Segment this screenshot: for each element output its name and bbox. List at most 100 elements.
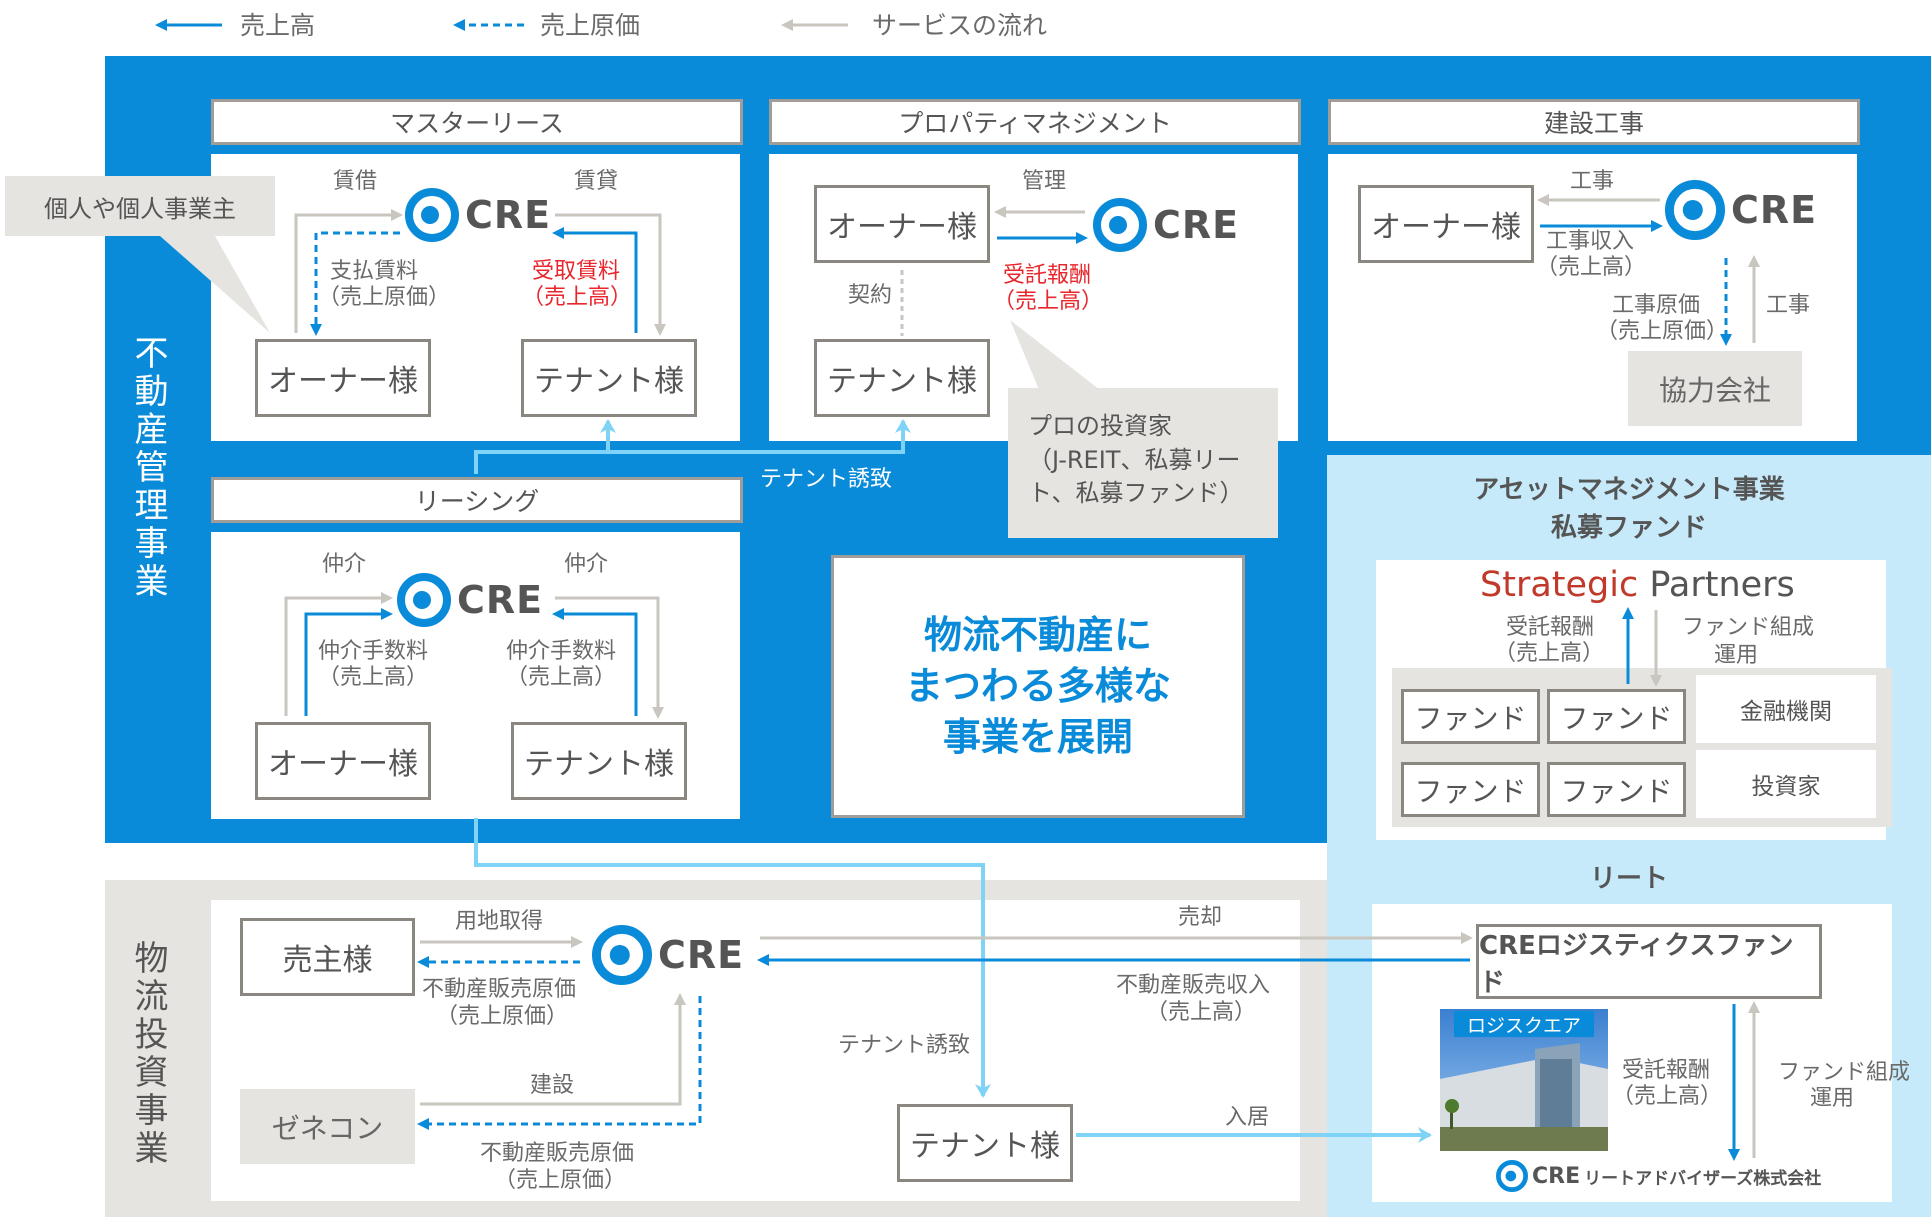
lg-sale-income: 不動産販売収入: [1116, 973, 1271, 998]
ml-cre-logo: CRE: [405, 188, 551, 242]
cre-logo-text: CRE: [1153, 203, 1240, 247]
ml-lease-out: 賃貸: [574, 169, 619, 194]
reit-advisor: CRE リートアドバイザーズ株式会社: [1496, 1160, 1821, 1192]
ml-rent-paid-arrow: [310, 231, 400, 336]
investor-box: 投資家: [1696, 750, 1876, 818]
master-lease-title: マスターリース: [211, 99, 743, 145]
lg-build-arrow: [420, 993, 686, 1106]
cre-logo-icon: [1665, 180, 1725, 240]
reit-fund-box: CREロジスティクスファンド: [1476, 924, 1822, 999]
pm-bubble: プロの投資家 （J-REIT、私募リー ト、私募ファンド）: [1008, 388, 1278, 538]
pm-tenant-box: テナント様: [814, 339, 990, 417]
lg-land: 用地取得: [455, 909, 544, 934]
callout-l1: 物流不動産に: [923, 612, 1152, 657]
bank-box: 金融機関: [1696, 675, 1876, 743]
ls-fee-r: 仲介手数料: [506, 639, 617, 664]
logisquare-label: ロジスクエア: [1454, 1011, 1594, 1037]
tenant-invite-down: [474, 818, 991, 1098]
leasing-title: リーシング: [211, 477, 743, 523]
pm-bubble-l1: プロの投資家: [1028, 412, 1172, 440]
ml-rent-recv-arrow: [552, 227, 638, 333]
reit-fee: 受託報酬: [1622, 1058, 1711, 1083]
construction-title: 建設工事: [1328, 99, 1860, 145]
ls-cre-logo: CRE: [397, 573, 543, 627]
pm-fee-sub: （売上高）: [993, 289, 1104, 314]
fund-box-4: ファンド: [1547, 762, 1686, 817]
ls-fee-l-arrow: [304, 608, 393, 716]
ml-lease-in: 賃借: [333, 169, 378, 194]
ls-fee-l-sub: （売上高）: [318, 665, 429, 690]
ml-rent-paid-sub: （売上原価）: [318, 285, 451, 310]
tenant-invite-pm: [608, 419, 911, 454]
section-real-estate-mgmt: 不動産管理事業: [128, 335, 168, 601]
reit-heading: リート: [1589, 864, 1668, 894]
cre-logo-icon: [592, 925, 652, 985]
fund-box-2: ファンド: [1547, 689, 1686, 744]
callout-l2: まつわる多様な: [904, 663, 1171, 708]
ml-tenant-box: テナント様: [521, 339, 697, 417]
ls-broker-l: 仲介: [322, 552, 367, 577]
lg-cre-logo: CRE: [592, 925, 744, 985]
ml-bubble: 個人や個人事業主: [5, 176, 275, 236]
legend-cost: 売上原価: [540, 11, 641, 40]
sp-logo: Strategic Partners: [1480, 565, 1795, 605]
lg-cost-sale-sub: （売上原価）: [436, 1004, 569, 1029]
pm-contract: 契約: [848, 283, 893, 308]
lg-cost-sale: 不動産販売原価: [422, 977, 577, 1002]
reit-fee-sub: （売上高）: [1612, 1084, 1723, 1109]
ls-fee-r-sub: （売上高）: [506, 665, 617, 690]
ml-rent-recv-sub: （売上高）: [522, 285, 633, 310]
con-work-income: 工事収入: [1546, 229, 1635, 254]
ls-broker-l-arrow: [284, 592, 393, 716]
ml-lease-in-arrow: [294, 209, 403, 333]
ls-tenant-box: テナント様: [511, 722, 687, 800]
sp-fee-sub: （売上高）: [1494, 641, 1605, 666]
lg-tenant-box: テナント様: [897, 1104, 1073, 1182]
cre-logo-icon: [405, 188, 459, 242]
reit-advisor-cre: CRE: [1532, 1163, 1581, 1189]
callout-box: 物流不動産に まつわる多様な 事業を展開: [831, 555, 1245, 818]
tenant-invite-line: [474, 450, 608, 474]
asset-headings: アセットマネジメント事業 私募ファンド: [1327, 472, 1931, 547]
ls-broker-r: 仲介: [564, 552, 609, 577]
con-cre-logo: CRE: [1665, 180, 1817, 240]
cre-logo-text: CRE: [465, 193, 552, 237]
reit-fund-form: ファンド組成: [1778, 1060, 1911, 1085]
con-work-income-sub: （売上高）: [1536, 255, 1647, 280]
cre-logo-icon: [397, 573, 451, 627]
ml-owner-box: オーナー様: [255, 339, 431, 417]
con-work: 工事: [1570, 169, 1615, 194]
asset-mgmt-heading: アセットマネジメント事業: [1473, 475, 1785, 505]
ml-rent-recv: 受取賃料: [532, 259, 621, 284]
lg-cost-sale2: 不動産販売原価: [480, 1141, 635, 1166]
pm-cre-logo: CRE: [1093, 198, 1239, 252]
sp-fund-op: 運用: [1714, 643, 1759, 668]
cre-logo-text: CRE: [457, 578, 544, 622]
pm-fee: 受託報酬: [1003, 263, 1092, 288]
sp-logo-partners: Partners: [1649, 565, 1795, 605]
lg-tenant-invite: テナント誘致: [838, 1033, 971, 1058]
lg-cost-sale2-sub: （売上原価）: [494, 1168, 627, 1193]
lg-cost-sale2-arrow: [417, 996, 702, 1130]
private-fund-heading: 私募ファンド: [1550, 512, 1707, 543]
ls-tenant-invite: テナント誘致: [760, 467, 893, 492]
cre-logo-text: CRE: [1731, 188, 1818, 232]
seller-box: 売主様: [240, 918, 415, 996]
legend-sales: 売上高: [240, 11, 316, 40]
con-work2: 工事: [1766, 293, 1811, 318]
callout-l3: 事業を展開: [942, 715, 1133, 760]
pm-bubble-l3: ト、私募ファンド）: [1028, 479, 1244, 508]
sp-fee: 受託報酬: [1506, 615, 1595, 640]
ls-owner-box: オーナー様: [255, 722, 431, 800]
cre-logo-icon: [1093, 198, 1147, 252]
pm-title: プロパティマネジメント: [769, 99, 1301, 145]
con-work-cost-sub: （売上原価）: [1596, 319, 1729, 344]
ls-fee-l: 仲介手数料: [318, 639, 429, 664]
con-work-cost: 工事原価: [1612, 293, 1701, 318]
legend-service: サービスの流れ: [872, 11, 1048, 40]
lg-move-in: 入居: [1225, 1105, 1270, 1130]
pm-owner-box: オーナー様: [814, 185, 990, 263]
pm-bubble-l2: （J-REIT、私募リー: [1028, 445, 1241, 474]
con-partner-box: 協力会社: [1628, 351, 1802, 426]
